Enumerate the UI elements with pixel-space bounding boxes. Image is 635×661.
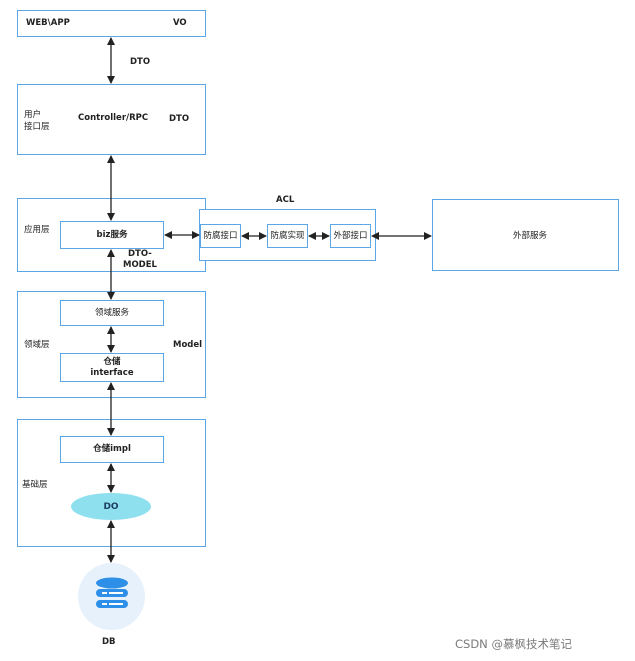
- user-interface-layer: 用户 接口层 Controller/RPC DTO: [17, 84, 206, 155]
- database-icon: [96, 577, 128, 608]
- watermark-text: CSDN @慕枫技术笔记: [455, 637, 572, 651]
- acl-title: ACL: [276, 195, 295, 205]
- do-ellipse: DO: [71, 493, 151, 520]
- external-service-label: 外部服务: [513, 231, 548, 241]
- repository-interface-box: 仓储 interface: [60, 353, 164, 382]
- app-layer-title: 应用层: [24, 225, 50, 235]
- web-app-label: WEB\APP: [26, 18, 70, 28]
- dto-model-label-2: MODEL: [123, 260, 157, 270]
- repository-interface-line2: interface: [90, 367, 134, 378]
- external-service-box: 外部服务: [432, 199, 619, 271]
- repository-impl-box: 仓储impl: [60, 436, 164, 463]
- dto-link-label: DTO: [130, 57, 151, 67]
- controller-rpc-label: Controller/RPC: [78, 113, 149, 123]
- domain-service-box: 领域服务: [60, 300, 164, 326]
- infra-layer-title: 基础层: [22, 480, 48, 490]
- acl-item-external-interface: 外部接口: [330, 224, 371, 248]
- acl-item-anti-corruption-interface: 防腐接口: [200, 224, 241, 248]
- db-label: DB: [102, 637, 116, 647]
- repository-interface-line1: 仓储: [103, 356, 121, 367]
- web-app-box: WEB\APP VO: [17, 10, 206, 37]
- user-layer-title-2: 接口层: [24, 122, 50, 132]
- user-layer-dto-label: DTO: [169, 114, 190, 124]
- acl-item-anti-corruption-impl: 防腐实现: [267, 224, 308, 248]
- dto-model-label-1: DTO-: [128, 249, 152, 259]
- model-label: Model: [173, 340, 203, 350]
- vo-label: VO: [173, 18, 187, 28]
- biz-service-box: biz服务: [60, 221, 164, 249]
- user-layer-title-1: 用户: [24, 110, 42, 120]
- domain-layer-title: 领域层: [24, 340, 50, 350]
